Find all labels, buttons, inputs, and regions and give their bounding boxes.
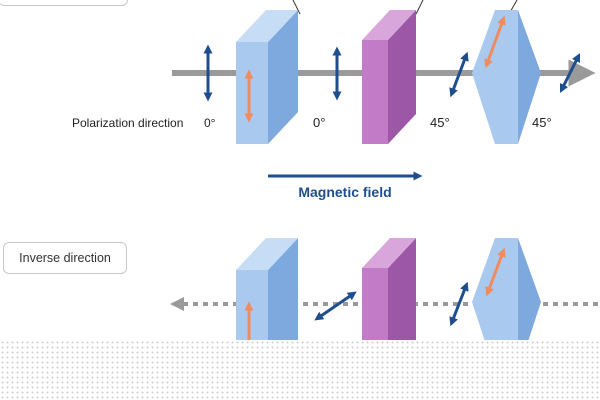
double-arrow-icon — [449, 51, 469, 98]
polarization-direction-label: Polarization direction — [72, 116, 183, 130]
double-arrow-icon — [314, 291, 357, 321]
angle-label: 45° — [430, 115, 450, 130]
angle-label: 45° — [532, 115, 552, 130]
double-arrow-icon — [559, 52, 581, 94]
double-arrow-icon — [449, 281, 469, 327]
analyzer-block — [472, 238, 541, 372]
magnetic-field-label: Magnetic field — [298, 184, 391, 200]
top-label-box — [0, 0, 128, 6]
analyzer-block — [472, 10, 541, 144]
inverse-direction-label: Inverse direction — [19, 251, 111, 265]
inverse-direction-label-box: Inverse direction — [3, 242, 127, 274]
double-arrow-icon — [485, 247, 506, 297]
leader-line — [415, 0, 424, 15]
leader-line — [292, 0, 301, 15]
dotted-overlay — [0, 340, 600, 400]
arrow-left-icon — [170, 297, 184, 311]
angle-label: 0° — [204, 116, 216, 130]
angle-label: 0° — [313, 115, 325, 130]
faraday-rotator-block — [362, 10, 416, 144]
polarizer-block — [236, 10, 298, 144]
double-arrow-icon — [484, 15, 506, 69]
